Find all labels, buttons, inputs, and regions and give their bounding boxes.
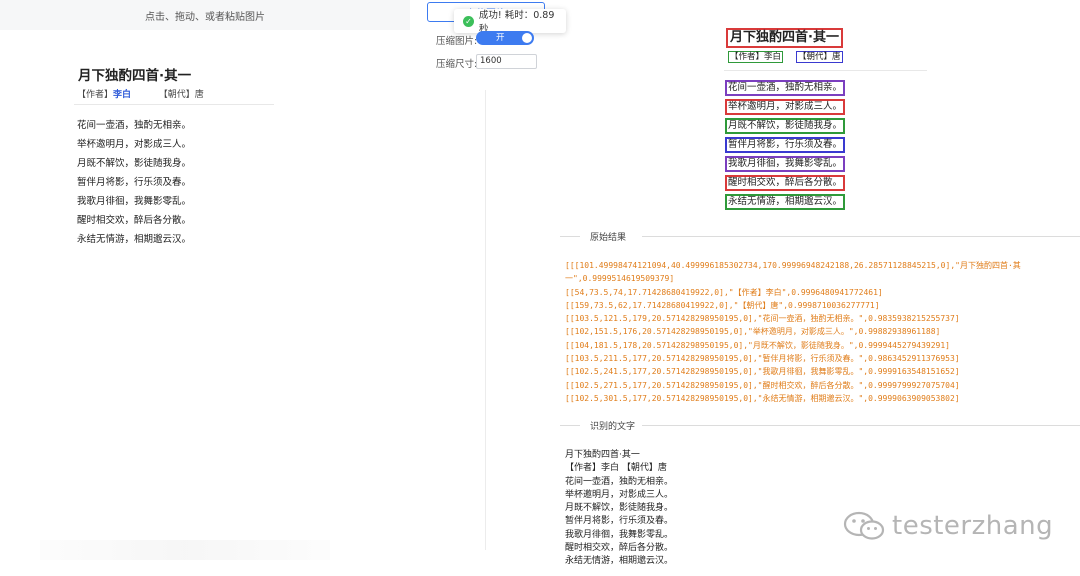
annotated-line: 举杯邀明月，对影成三人。: [725, 99, 846, 115]
raw-line: [[104,181.5,178,20.571428298950195,0],"月…: [565, 340, 950, 350]
author-label: 【作者】: [77, 90, 114, 100]
annotated-line: 醒时相交欢，醉后各分散。: [725, 175, 846, 191]
poem-line: 举杯邀明月，对影成三人。: [77, 139, 192, 150]
doc-title: 月下独酌四首·其一: [78, 68, 192, 84]
raw-section-header: 原始结果: [560, 230, 1080, 243]
doc-meta: 【作者】李白 【朝代】唐: [77, 87, 204, 100]
ocr-heading: 识别的文字: [590, 422, 636, 432]
preview-fade: [40, 540, 330, 560]
annotated-line: 永结无情游，相期邈云汉。: [725, 194, 846, 210]
size-label: 压缩尺寸:: [436, 59, 478, 70]
poem-line: 花间一壶酒，独酌无相亲。: [77, 120, 192, 131]
ocr-line: 月既不解饮，影徒随我身。: [565, 503, 674, 514]
poem-line: 暂伴月将影，行乐须及春。: [77, 177, 192, 188]
upload-hint: 点击、拖动、或者粘贴图片: [145, 11, 265, 23]
poem-line: 永结无情游，相期邈云汉。: [77, 234, 192, 245]
ocr-text: 月下独酌四首·其一 【作者】李白 【朝代】唐 花间一壶酒，独酌无相亲。 举杯邀明…: [565, 449, 673, 569]
divider-line: [560, 425, 580, 426]
toggle-knob: [522, 33, 532, 43]
raw-results: [[[101.49998474121094,40.499996185302734…: [565, 259, 1075, 405]
author-name: 李白: [113, 90, 132, 100]
ocr-line: 暂伴月将影，行乐须及春。: [565, 516, 674, 527]
annotated-title: 月下独酌四首·其一: [726, 28, 843, 48]
annotated-line: 月既不解饮，影徒随我身。: [725, 118, 846, 134]
wechat-icon: [843, 511, 885, 540]
watermark-text: testerzhang: [892, 511, 1054, 541]
ocr-section-header: 识别的文字: [560, 419, 1080, 432]
ocr-line: 举杯邀明月，对影成三人。: [565, 489, 674, 500]
divider-line: [642, 236, 1080, 237]
annotated-line: 暂伴月将影，行乐须及春。: [725, 137, 846, 153]
toast-message: 成功! 耗时：0.89 秒: [478, 10, 555, 35]
ocr-line: 我歌月徘徊，我舞影零乱。: [565, 529, 674, 540]
raw-line: 一",0.9999514619509379]: [565, 274, 675, 284]
ocr-line: 花间一壶酒，独酌无相亲。: [565, 476, 674, 487]
raw-line: [[103.5,121.5,179,20.571428298950195,0],…: [565, 314, 960, 324]
raw-line: [[159,73.5,62,17.71428680419922,0],"【朝代】…: [565, 300, 880, 310]
raw-heading: 原始结果: [590, 233, 627, 243]
raw-line: [[102.5,271.5,177,20.571428298950195,0],…: [565, 380, 960, 390]
toggle-text: 开: [496, 33, 505, 43]
raw-line: [[[101.49998474121094,40.499996185302734…: [565, 261, 1021, 270]
ocr-line: 永结无情游，相期邈云汉。: [565, 556, 674, 567]
poem-line: 我歌月徘徊，我舞影零乱。: [77, 196, 192, 207]
compress-label: 压缩图片:: [436, 36, 478, 47]
poem-line: 月既不解饮，影徒随我身。: [77, 158, 192, 169]
ocr-line: 【作者】李白 【朝代】唐: [565, 463, 667, 474]
annotated-divider: [724, 70, 927, 71]
divider-line: [642, 425, 1080, 426]
annotated-line: 花间一壶酒，独酌无相亲。: [725, 80, 846, 96]
dynasty-label: 【朝代】: [158, 90, 195, 100]
watermark: testerzhang: [842, 508, 1053, 544]
vertical-divider: [485, 90, 486, 550]
raw-line: [[103.5,211.5,177,20.571428298950195,0],…: [565, 354, 960, 364]
size-input[interactable]: [476, 54, 537, 69]
ocr-line: 月下独酌四首·其一: [565, 450, 640, 460]
doc-divider: [74, 104, 274, 105]
upload-dropzone[interactable]: 点击、拖动、或者粘贴图片: [0, 0, 410, 30]
raw-line: [[102,151.5,176,20.571428298950195,0],"举…: [565, 327, 941, 337]
annotated-line: 我歌月徘徊，我舞影零乱。: [725, 156, 846, 172]
raw-line: [[102.5,241.5,177,20.571428298950195,0],…: [565, 367, 960, 377]
annotated-author: 【作者】李白: [728, 51, 784, 63]
compress-toggle[interactable]: 开: [476, 31, 534, 45]
raw-line: [[54,73.5,74,17.71428680419922,0],"【作者】李…: [565, 287, 883, 297]
dynasty-name: 唐: [194, 90, 204, 100]
poem-line: 醒时相交欢，醉后各分散。: [77, 215, 192, 226]
divider-line: [560, 236, 580, 237]
annotated-dynasty: 【朝代】唐: [796, 51, 843, 63]
success-toast: ✓ 成功! 耗时：0.89 秒: [454, 9, 566, 35]
ocr-line: 醒时相交欢，醉后各分散。: [565, 543, 674, 554]
raw-line: [[102.5,301.5,177,20.571428298950195,0],…: [565, 393, 960, 403]
check-circle-icon: ✓: [463, 15, 474, 27]
